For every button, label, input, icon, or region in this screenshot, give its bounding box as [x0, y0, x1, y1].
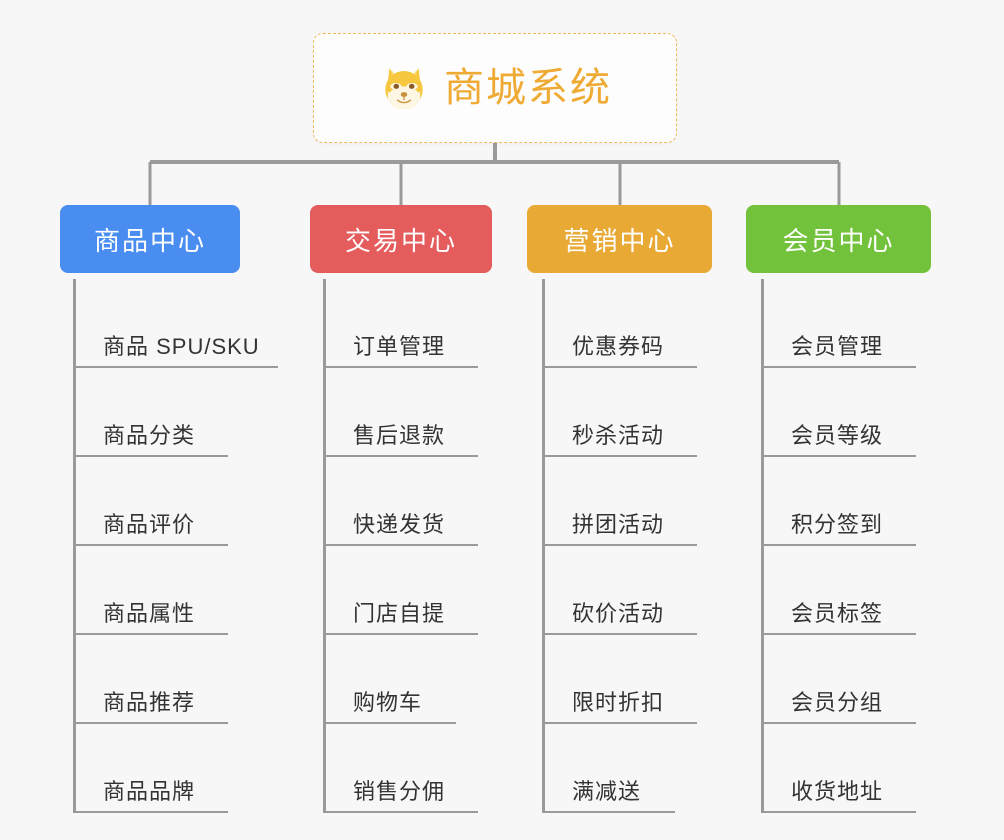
leaf-item[interactable]: 商品 SPU/SKU — [73, 279, 278, 368]
leaf-item-label: 快递发货 — [323, 512, 478, 546]
leaf-item-label: 商品分类 — [73, 423, 228, 457]
leaf-item-label: 优惠券码 — [542, 334, 697, 368]
root-node[interactable]: 商城系统 — [313, 33, 677, 143]
branch-3: 营销中心 — [527, 205, 712, 273]
shiba-dog-icon — [385, 68, 423, 110]
leaf-item-label: 会员标签 — [761, 601, 916, 635]
leaf-item[interactable]: 会员标签 — [761, 546, 916, 635]
category-box[interactable]: 会员中心 — [746, 205, 931, 273]
leaf-item[interactable]: 门店自提 — [323, 546, 478, 635]
leaf-item[interactable]: 会员等级 — [761, 368, 916, 457]
leaf-item[interactable]: 销售分佣 — [323, 724, 478, 813]
leaf-item-label: 商品品牌 — [73, 779, 228, 813]
leaf-item[interactable]: 秒杀活动 — [542, 368, 697, 457]
leaf-item[interactable]: 会员分组 — [761, 635, 916, 724]
leaf-item-label: 售后退款 — [323, 423, 478, 457]
branch-1: 商品中心 — [60, 205, 240, 273]
leaf-item-label: 积分签到 — [761, 512, 916, 546]
leaf-item[interactable]: 满减送 — [542, 724, 697, 813]
leaf-item[interactable]: 限时折扣 — [542, 635, 697, 724]
leaf-item-label: 销售分佣 — [323, 779, 478, 813]
leaf-item[interactable]: 订单管理 — [323, 279, 478, 368]
leaf-item[interactable]: 商品品牌 — [73, 724, 278, 813]
leaf-item[interactable]: 快递发货 — [323, 457, 478, 546]
leaf-item[interactable]: 拼团活动 — [542, 457, 697, 546]
leaf-item-label: 收货地址 — [761, 779, 916, 813]
leaf-item-label: 商品评价 — [73, 512, 228, 546]
leaf-item-label: 秒杀活动 — [542, 423, 697, 457]
leaf-list: 优惠券码秒杀活动拼团活动砍价活动限时折扣满减送 — [542, 279, 697, 813]
leaf-item[interactable]: 商品属性 — [73, 546, 278, 635]
leaf-list: 商品 SPU/SKU 商品分类商品评价商品属性商品推荐商品品牌 — [73, 279, 278, 813]
branch-4: 会员中心 — [746, 205, 931, 273]
leaf-item-label: 会员分组 — [761, 690, 916, 724]
leaf-item-label: 会员等级 — [761, 423, 916, 457]
leaf-item-label: 限时折扣 — [542, 690, 697, 724]
leaf-list: 会员管理会员等级积分签到会员标签会员分组收货地址 — [761, 279, 916, 813]
category-box[interactable]: 交易中心 — [310, 205, 492, 273]
leaf-list: 订单管理售后退款快递发货门店自提购物车销售分佣 — [323, 279, 478, 813]
leaf-item-label: 购物车 — [323, 690, 456, 724]
leaf-item[interactable]: 商品分类 — [73, 368, 278, 457]
category-box[interactable]: 商品中心 — [60, 205, 240, 273]
leaf-item[interactable]: 会员管理 — [761, 279, 916, 368]
leaf-item-label: 门店自提 — [323, 601, 478, 635]
leaf-item-label: 订单管理 — [323, 334, 478, 368]
branch-2: 交易中心 — [310, 205, 492, 273]
leaf-item[interactable]: 优惠券码 — [542, 279, 697, 368]
leaf-item-label: 商品推荐 — [73, 690, 228, 724]
leaf-item[interactable]: 售后退款 — [323, 368, 478, 457]
leaf-item[interactable]: 积分签到 — [761, 457, 916, 546]
leaf-item-label: 满减送 — [542, 779, 675, 813]
leaf-item-label: 会员管理 — [761, 334, 916, 368]
leaf-item[interactable]: 砍价活动 — [542, 546, 697, 635]
root-title: 商城系统 — [444, 66, 612, 110]
category-box[interactable]: 营销中心 — [527, 205, 712, 273]
leaf-item-label: 商品属性 — [73, 601, 228, 635]
leaf-item-label: 砍价活动 — [542, 601, 697, 635]
leaf-item-label: 拼团活动 — [542, 512, 697, 546]
leaf-item[interactable]: 购物车 — [323, 635, 478, 724]
leaf-item[interactable]: 商品评价 — [73, 457, 278, 546]
leaf-item-label: 商品 SPU/SKU — [73, 334, 278, 368]
leaf-item[interactable]: 商品推荐 — [73, 635, 278, 724]
leaf-item[interactable]: 收货地址 — [761, 724, 916, 813]
